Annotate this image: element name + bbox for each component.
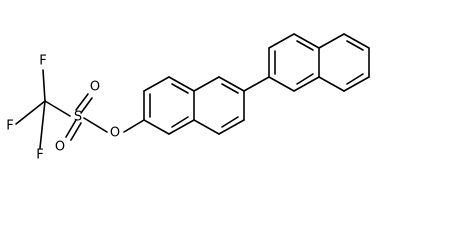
bond-ring-c-inner-2 [296,40,314,51]
atom-label-s: S [74,110,82,125]
atom-label-layer: F F F S O O O [6,54,120,163]
bond-cf3-f-bottom [39,100,46,149]
atom-label-o-link: O [110,126,120,141]
atom-label-o-bottom: O [55,140,65,155]
bond-ring-c-2 [268,33,295,49]
bond-cf3-f-top [42,69,46,102]
atom-label-f-left: F [6,119,13,134]
bond-s-o-link [83,117,108,133]
bond-cf3-f-left [15,100,46,125]
bond-ring-a-inner-2 [171,83,189,94]
bond-ring-a-6 [143,119,170,135]
bond-ring-d-4 [343,76,370,92]
bond-ring-b-2 [218,76,245,92]
bond-s-o-top-2 [80,97,93,114]
bond-o-aryl [123,119,145,133]
bond-ring-c-6 [268,76,295,92]
bond-s-o-bottom-1 [65,119,77,138]
bond-ring-c-inner-3 [296,73,314,85]
atom-label-o-top: O [90,80,100,95]
atom-label-f-top: F [39,54,46,69]
bond-ring-b-4 [218,119,245,135]
bond-ring-a-3 [168,76,195,92]
bond-ring-d-5 [318,76,345,92]
atom-label-f-bottom: F [36,148,43,163]
bond-s-o-top-1 [75,93,89,111]
bond-ring-b-5 [193,119,220,135]
bond-ring-d-1 [318,33,345,49]
bond-ring-a-5 [168,119,195,135]
bond-ring-c-5 [293,76,320,92]
bond-ring-b-1 [193,76,220,92]
bond-ring-b-inner-2 [221,116,239,128]
bond-layer [15,33,370,149]
bond-s-o-bottom-2 [70,122,82,141]
chemical-structure: F F F S O O O [6,33,370,163]
bond-ring-c-3 [293,33,320,49]
bond-ring-a-2 [143,76,170,92]
bond-ring-d-2 [343,33,370,49]
bond-c-s [44,100,71,117]
bond-biaryl [243,76,270,92]
bond-ring-b-inner-1 [221,83,239,94]
bond-ring-d-inner-1 [346,40,364,51]
bond-ring-a-inner-3 [171,116,189,128]
bond-ring-d-inner-2 [346,73,364,85]
